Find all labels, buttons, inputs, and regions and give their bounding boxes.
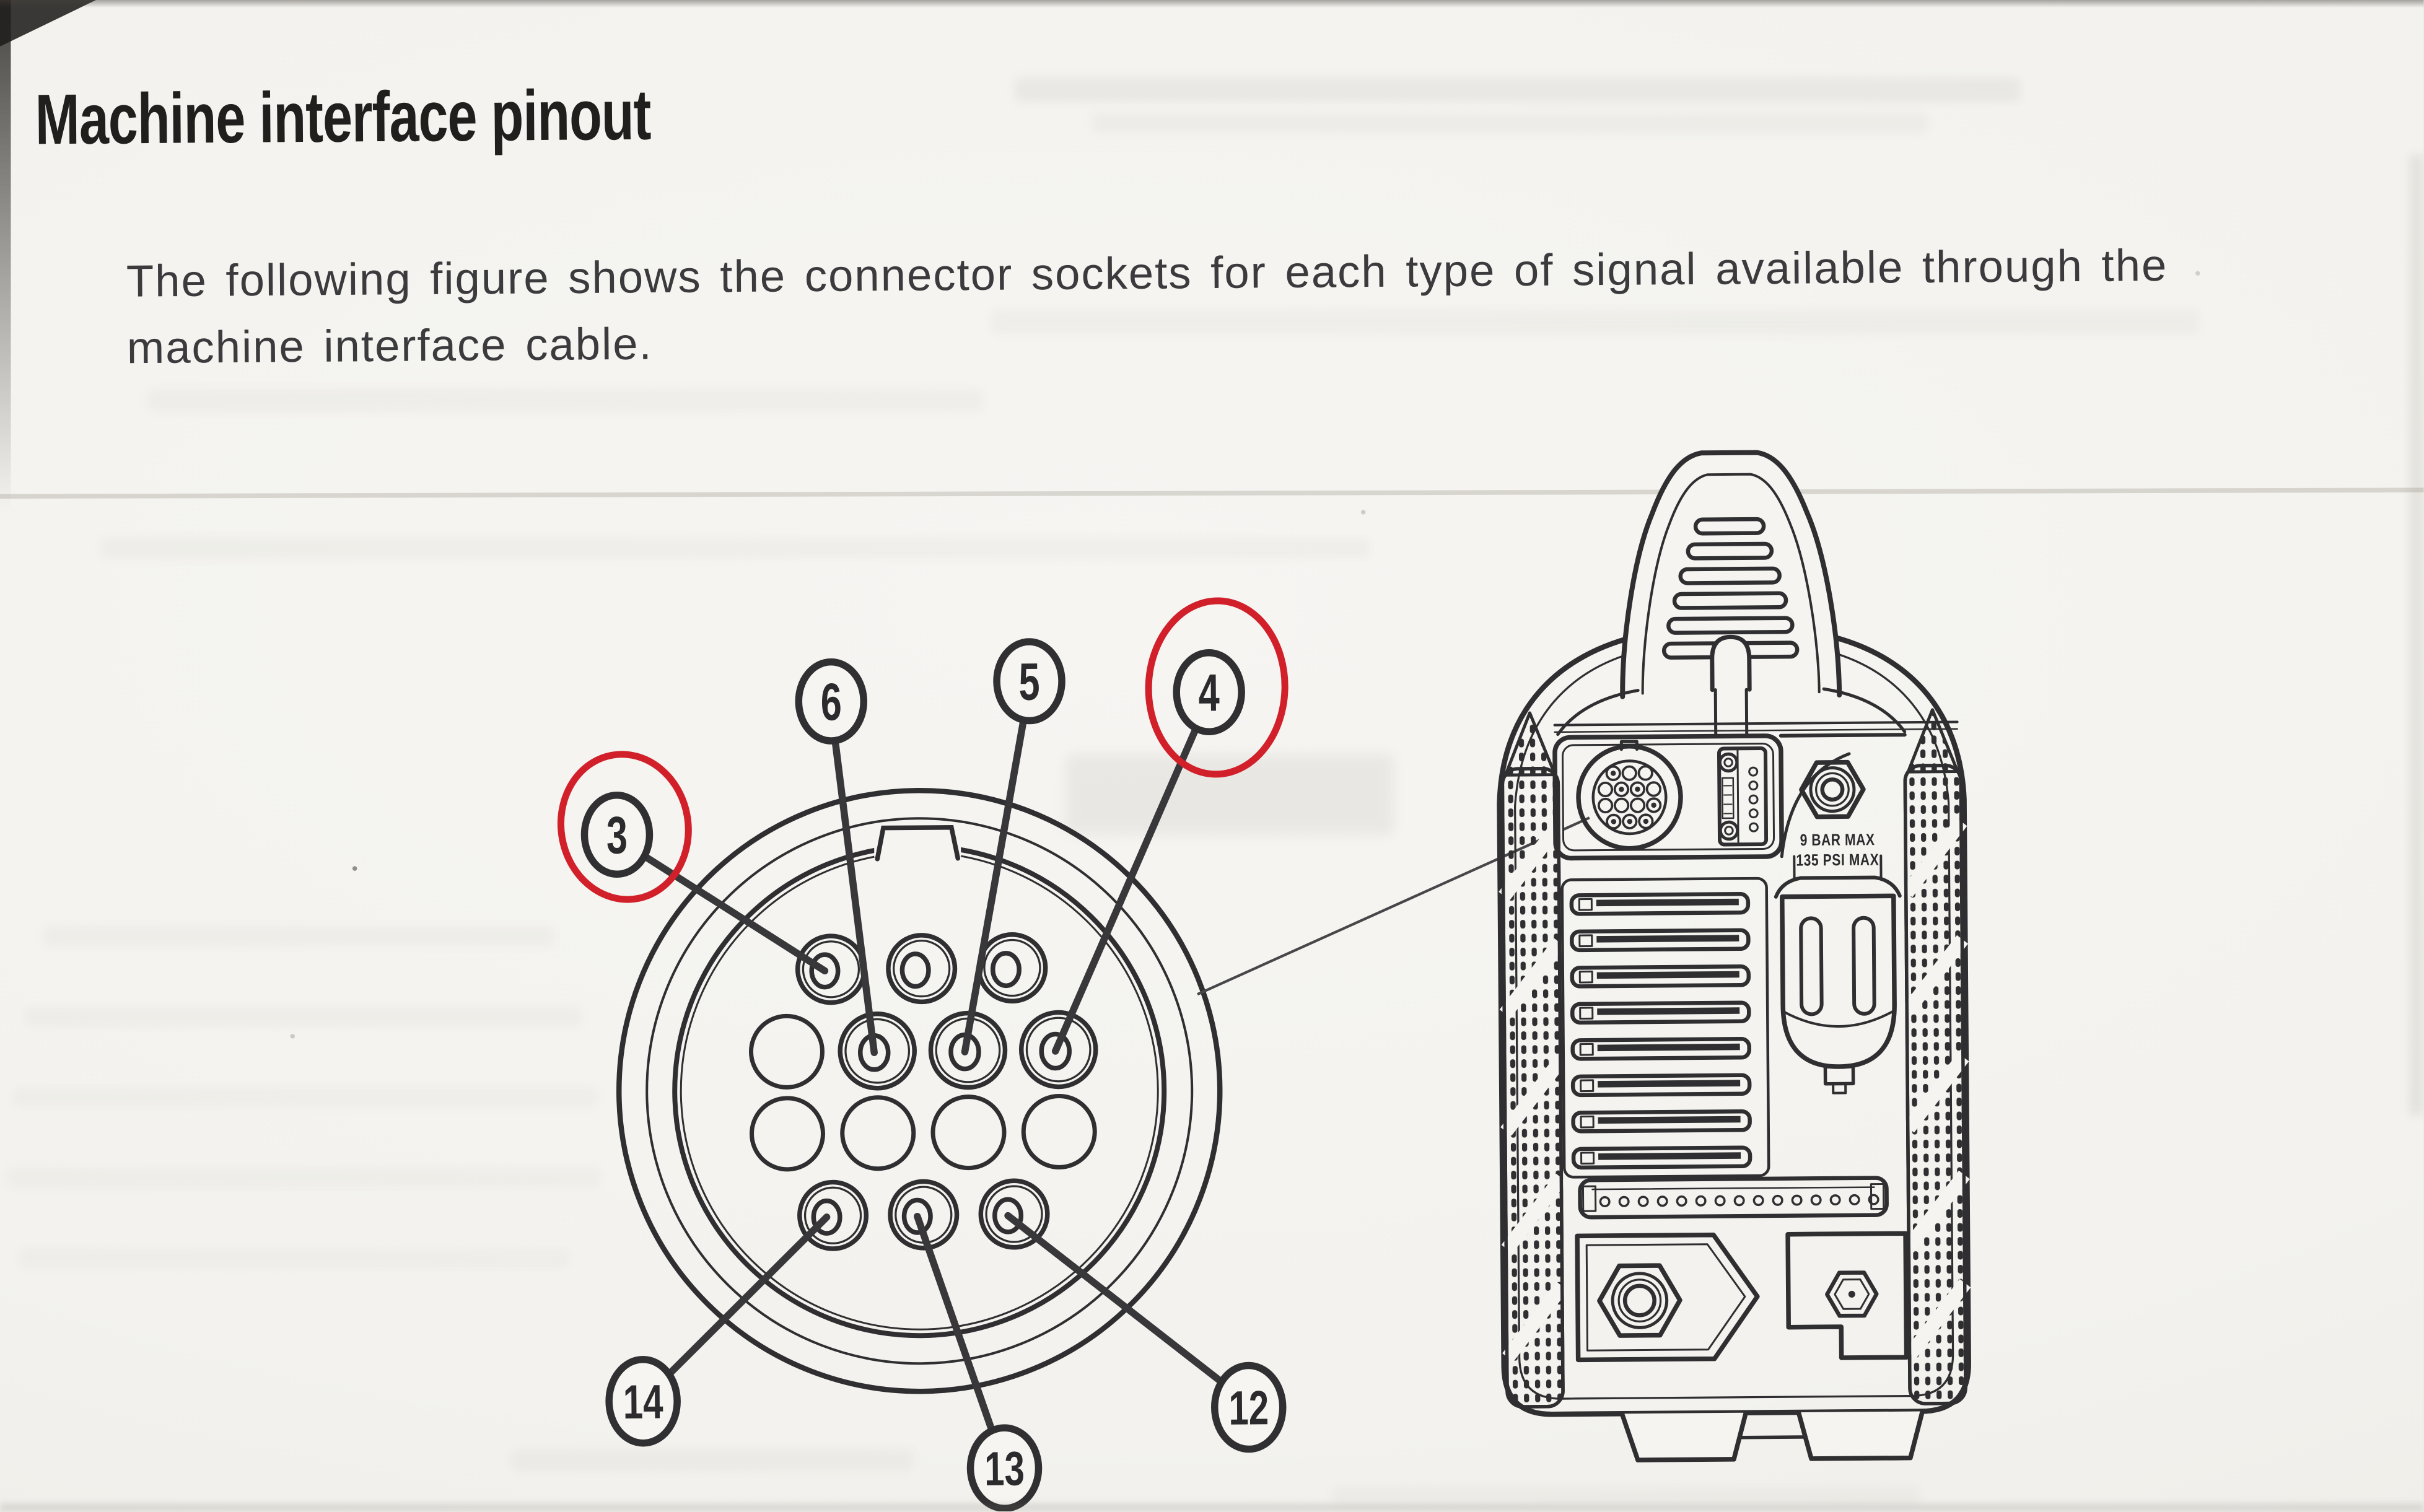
callout-leader-lines [641,715,1226,1438]
red-highlight-circle-4 [1145,597,1289,778]
callout-5: 5 [993,638,1065,725]
paper-speck [290,1034,295,1039]
paper-speck [352,866,357,871]
machine-interface-receptacle [1576,740,1683,851]
ghost-showthrough [1092,113,1928,133]
callout-6: 6 [795,658,868,745]
ghost-showthrough [100,537,1371,559]
ghost-showthrough [511,1449,914,1471]
socket-row-1 [795,932,1048,1005]
scan-edge-bottom [0,1503,2424,1511]
machine-rear-view: 9 BAR MAX 135 PSI MAX [1497,450,1971,1462]
ghost-showthrough [1014,77,2021,102]
ghost-showthrough [991,310,2199,334]
vent-mesh-right [1901,708,1971,1405]
vent-slats [1560,876,1770,1179]
ghost-showthrough [25,1007,582,1027]
terminal-strip-connector [1717,746,1769,847]
callout-14-number: 14 [623,1374,663,1429]
pressure-label-bar: 9 BAR MAX [1800,831,1875,850]
callout-4-number: 4 [1198,663,1220,722]
ghost-showthrough [19,1248,570,1269]
callout-14: 14 [605,1355,681,1447]
callout-4: 4 [1173,649,1245,736]
ghost-showthrough [1065,754,1394,835]
callout-3-number: 3 [606,806,628,865]
callout-12-number: 12 [1228,1381,1269,1435]
machine-handle [1620,450,1842,738]
gas-inlet-bracket [1575,1232,1760,1363]
callout-3: 3 [580,792,654,878]
socket-row-2 [748,1010,1098,1091]
callout-13: 13 [966,1424,1043,1512]
red-highlight-circle-3 [557,751,692,903]
pressure-label-psi: 135 PSI MAX [1796,850,1879,870]
ghost-showthrough [43,926,554,946]
paper-speck [1360,510,1366,515]
perforated-bar [1578,1176,1889,1220]
paper-speck [2195,271,2200,276]
callout-13-number: 13 [984,1441,1025,1496]
scan-edge-top [0,0,2424,8]
ghost-showthrough [6,1168,601,1188]
callout-6-number: 6 [820,672,842,732]
connector-face [616,787,1223,1394]
socket-row-3 [750,1093,1097,1172]
machine-body-outline [1497,631,1971,1417]
air-filter [1774,854,1902,1095]
air-inlet-fitting [1799,759,1866,819]
ghost-showthrough [1332,1487,1920,1504]
machine-feet [1619,1409,1925,1462]
hex-nut-bracket [1785,1231,1909,1360]
vent-mesh-left [1499,711,1569,1409]
callouts: 3 6 5 4 14 [580,638,1287,1512]
callout-5-number: 5 [1018,652,1040,712]
ghost-showthrough [12,1087,598,1108]
scan-corner-top-left [0,0,96,46]
ghost-showthrough [147,388,984,412]
scan-edge-left [0,0,11,511]
callout-12: 12 [1210,1361,1287,1453]
scan-edge-right [2410,155,2424,1115]
